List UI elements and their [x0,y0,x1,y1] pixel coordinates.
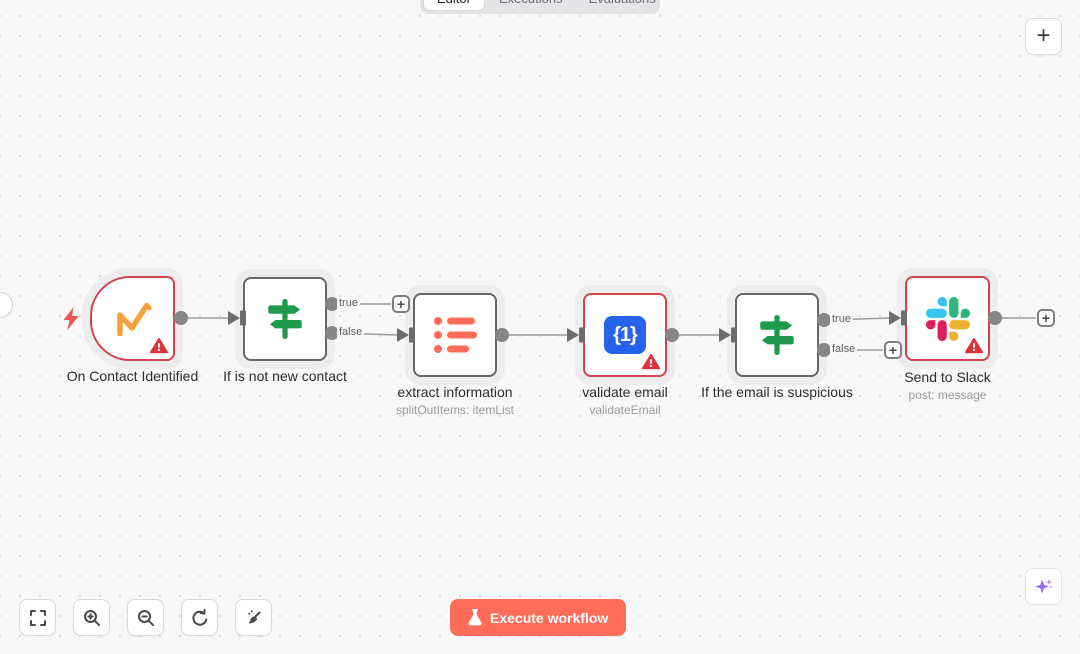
branch-label-false: false [830,343,858,356]
warning-icon [642,354,660,370]
node-title: If is not new contact [223,368,347,384]
zoom-in-icon [83,609,100,626]
add-node-button[interactable]: + [1025,18,1062,55]
mautic-icon [116,302,152,336]
zoom-out-icon [137,609,154,626]
node-if-the-email-is-suspicious[interactable]: If the email is suspicious [701,293,853,400]
tab-evaluations[interactable]: Evaluations [577,0,668,11]
code-tool-icon: {1} [604,316,646,354]
node-title: validate email [582,384,668,400]
tab-editor[interactable]: Editor [423,0,485,11]
node-subtitle: validateEmail [589,403,661,417]
trigger-bolt-icon [63,307,79,330]
if-signpost-icon [268,299,302,339]
branch-label-false: false [337,326,365,339]
tab-executions[interactable]: Executions [487,0,575,11]
node-extract-information[interactable]: extract information splitOutItems: itemL… [396,293,514,417]
node-title: If the email is suspicious [701,384,853,400]
node-if-is-not-new-contact[interactable]: If is not new contact [223,277,347,384]
warning-icon [965,338,983,354]
node-send-to-slack[interactable]: Send to Slack post: message [904,276,991,402]
slack-icon [925,296,970,341]
node-subtitle: post: message [908,388,987,402]
input-arrow [228,311,240,325]
execute-workflow-label: Execute workflow [490,609,609,626]
view-tabbar: Editor Executions Evaluations [420,0,660,14]
node-on-contact-identified[interactable]: On Contact Identified [67,276,198,384]
reset-zoom-button[interactable] [181,599,218,636]
output-port[interactable] [665,328,679,342]
canvas-edge-button[interactable] [0,292,13,318]
add-connected-node-button[interactable]: + [1037,309,1055,327]
input-arrow [397,328,409,342]
node-validate-email[interactable]: {1} validate email validateEmail [582,293,668,417]
tidy-up-button[interactable] [235,599,272,636]
node-title: On Contact Identified [66,368,199,384]
node-subtitle: splitOutItems: itemList [395,403,515,417]
node-title: Send to Slack [904,369,991,385]
output-port[interactable] [174,311,188,325]
node-title: extract information [397,384,513,400]
fit-view-button[interactable] [19,599,56,636]
input-arrow [567,328,579,342]
branch-label-true: true [337,297,360,310]
fit-view-icon [29,609,46,626]
flask-icon [468,609,482,626]
branch-label-true: true [830,313,853,326]
add-connected-node-button[interactable]: + [884,341,902,359]
warning-icon [150,338,168,354]
output-port-true[interactable] [817,313,831,327]
tidy-up-broom-icon [247,609,260,623]
zoom-out-button[interactable] [127,599,164,636]
zoom-in-button[interactable] [73,599,110,636]
execute-workflow-button[interactable]: Execute workflow [450,599,627,636]
undo-reset-icon [191,608,207,626]
input-arrow [889,311,901,325]
input-arrow [719,328,731,342]
add-connected-node-button[interactable]: + [392,295,410,313]
if-signpost-icon [760,315,794,355]
ai-assistant-button[interactable] [1025,568,1062,605]
plus-icon: + [1036,21,1051,49]
split-out-list-icon [434,317,477,353]
output-port[interactable] [988,311,1002,325]
output-port-false[interactable] [817,343,831,357]
output-port[interactable] [495,328,509,342]
sparkles-icon [1034,578,1052,593]
